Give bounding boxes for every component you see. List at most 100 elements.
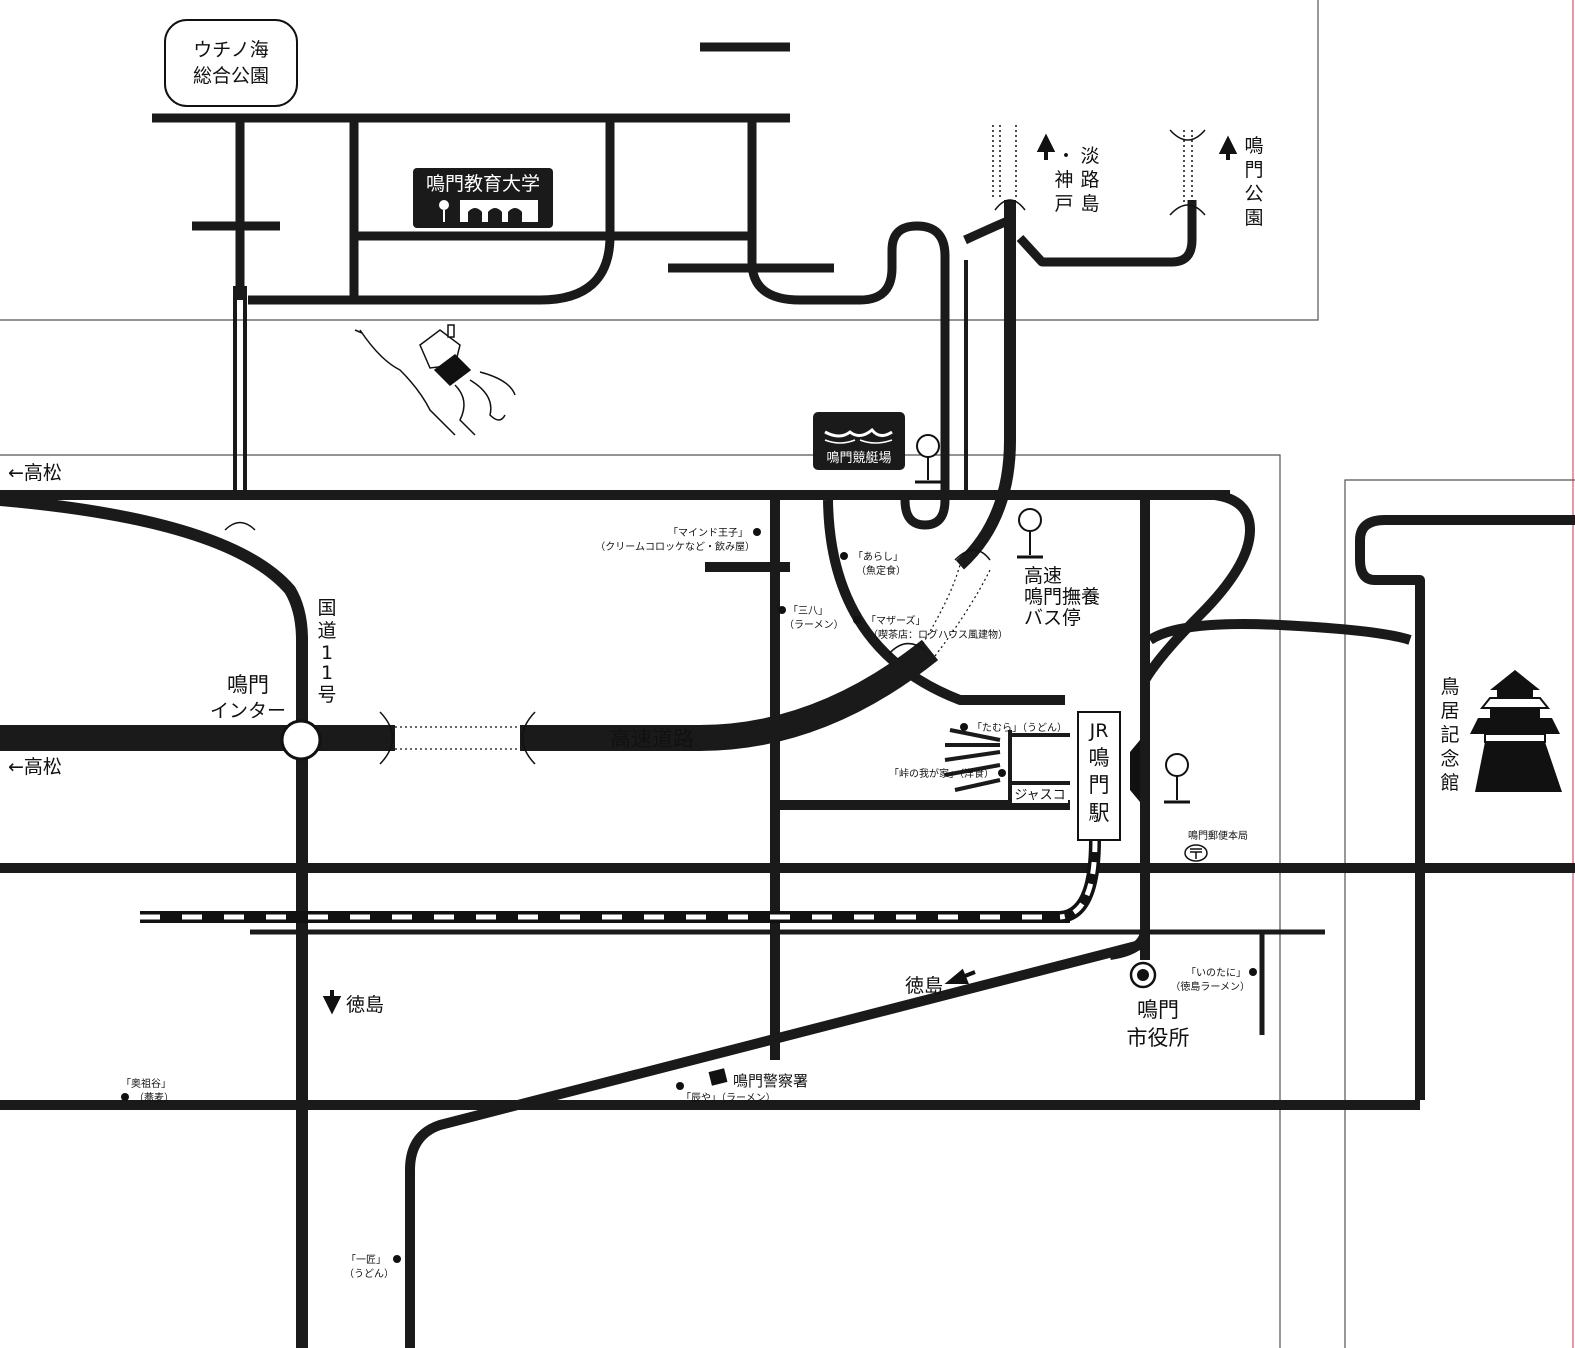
city-hall-label-2: 市役所 <box>1127 1026 1190 1050</box>
naruto-park-direction: 鳴 門 公 園 <box>1218 135 1264 229</box>
okusodani-name: 「奥祖谷」 <box>121 1077 171 1090</box>
post-office-label: 鳴門郵便本局 <box>1188 829 1248 842</box>
route11-char-1: 国 <box>317 597 336 619</box>
route11-char-3: 1 <box>321 642 333 664</box>
tokushima-left-label: 徳島 <box>905 975 943 997</box>
interchange-icon <box>280 719 322 761</box>
police-icon <box>708 1068 728 1086</box>
arrow-up-icon <box>1218 135 1238 160</box>
city-hall: 鳴門 市役所 <box>1127 961 1190 1050</box>
boatrace-pin-icon <box>915 434 941 484</box>
arrow-left-icon <box>944 968 976 984</box>
route11-label: 国 道 1 1 号 <box>317 597 336 706</box>
university-pin-icon <box>439 200 449 210</box>
tokushima-down-label: 徳島 <box>346 994 384 1016</box>
university: 鳴門教育大学 <box>413 168 553 228</box>
boatrace: 鳴門競艇場 <box>813 412 905 470</box>
tatsuya-name: 「辰や」（ラーメン） <box>681 1092 776 1104</box>
tunnel-markers <box>224 125 1206 765</box>
sanpachi-desc: （ラーメン） <box>784 619 844 631</box>
shop-tamura: 「たむら」（うどん） <box>960 722 1067 734</box>
bus-stop: 高速 鳴門撫養 バス停 <box>1017 508 1100 629</box>
boat-icon <box>824 427 893 438</box>
tokushima-left-direction: 徳島 <box>905 968 976 997</box>
arrow-down-icon <box>322 990 342 1015</box>
police-station: 鳴門警察署 <box>708 1068 808 1090</box>
castle-icon <box>1470 670 1562 792</box>
jasco-label: ジャスコ <box>1014 788 1065 803</box>
kobe-char-2: 戸 <box>1054 193 1073 215</box>
shop-arashi: 「あらし」 （魚定食） <box>840 551 906 577</box>
route11-char-2: 道 <box>317 620 336 642</box>
sanpachi-name: 「三八」 <box>788 605 828 617</box>
torii-char-2: 居 <box>1440 700 1459 722</box>
takamatsu-top-label: ←高松 <box>8 462 62 484</box>
torii-char-1: 鳥 <box>1440 676 1459 698</box>
bus-stop-label-3: バス停 <box>1024 607 1081 629</box>
station-char-1: 鳴 <box>1089 746 1110 770</box>
inotani-name: 「いのたに」 <box>1186 967 1246 979</box>
mindouji-name: 「マインド王子」 <box>668 527 748 539</box>
station-jr-label: JR <box>1089 720 1109 742</box>
arrow-up-icon <box>1036 133 1056 160</box>
touge-name: 「峠の我が家」（洋食） <box>889 767 994 780</box>
awaji-char-2: 路 <box>1080 169 1099 191</box>
uchinoumi-label-2: 総合公園 <box>193 65 269 87</box>
station-char-3: 駅 <box>1089 801 1110 825</box>
naruto-park-char-2: 門 <box>1244 159 1263 181</box>
awaji-char-1: 淡 <box>1080 145 1099 167</box>
awaji-kobe-direction: ・ 淡 路 島 神 戸 <box>1036 133 1100 215</box>
tamura-name: 「たむら」（うどん） <box>972 722 1067 734</box>
shop-touge: 「峠の我が家」（洋食） <box>889 767 1006 780</box>
uchinoumi-park: ウチノ海 総合公園 <box>164 19 298 107</box>
shop-okusodani: 「奥祖谷」 （蕎麦） <box>121 1077 174 1104</box>
kobe-char-1: 神 <box>1054 169 1073 191</box>
shop-inotani: 「いのたに」 （徳島ラーメン） <box>1170 967 1257 993</box>
issho-desc: （うどん） <box>344 1268 394 1280</box>
shop-mindouji: 「マインド王子」 （クリームコロッケなど・飲み屋） <box>595 527 761 553</box>
arashi-name: 「あらし」 <box>853 551 903 563</box>
jasco: ジャスコ <box>1012 785 1068 803</box>
torii-char-4: 念 <box>1440 747 1459 770</box>
jr-naruto-station: JR 鳴 門 駅 <box>1077 711 1190 841</box>
awaji-char-3: 島 <box>1080 193 1099 215</box>
police-label: 鳴門警察署 <box>733 1072 808 1090</box>
inotani-desc: （徳島ラーメン） <box>1170 980 1250 993</box>
uchinoumi-label-1: ウチノ海 <box>193 39 268 61</box>
whirlpool-house-icon <box>354 324 516 436</box>
mothers-desc: （喫茶店：ログハウス風建物） <box>868 628 1008 641</box>
boatrace-label: 鳴門競艇場 <box>826 451 891 466</box>
university-label: 鳴門教育大学 <box>426 173 540 195</box>
station-pin-icon <box>1164 753 1190 804</box>
naruto-park-char-1: 鳴 <box>1244 135 1263 157</box>
torii-museum: 鳥 居 記 念 館 <box>1440 670 1562 794</box>
roads <box>0 42 1575 1348</box>
city-hall-label-1: 鳴門 <box>1137 998 1179 1022</box>
shop-tatsuya: 「辰や」（ラーメン） <box>676 1082 776 1104</box>
shop-mothers: 「マザーズ」 （喫茶店：ログハウス風建物） <box>853 614 1008 641</box>
mindouji-desc: （クリームコロッケなど・飲み屋） <box>595 540 755 553</box>
awaji-dot: ・ <box>1056 145 1075 167</box>
naruto-park-char-4: 園 <box>1244 207 1263 229</box>
expressway-label: 高速道路 <box>610 727 694 751</box>
route11-char-4: 1 <box>321 662 333 684</box>
torii-char-3: 記 <box>1440 724 1459 746</box>
issho-name: 「一匠」 <box>346 1254 386 1266</box>
naruto-interchange: 鳴門 インター <box>210 673 322 761</box>
post-office-icon <box>1184 844 1208 862</box>
tokushima-down-direction: 徳島 <box>322 990 384 1016</box>
station-char-2: 門 <box>1089 773 1110 797</box>
post-office: 鳴門郵便本局 <box>1184 829 1248 862</box>
okusodani-desc: （蕎麦） <box>134 1092 174 1104</box>
naruto-ic-label-1: 鳴門 <box>227 673 269 697</box>
bus-stop-pin-icon <box>1018 508 1042 532</box>
naruto-park-char-3: 公 <box>1244 183 1263 205</box>
takamatsu-bottom-label: ←高松 <box>8 756 62 778</box>
bus-stop-label-1: 高速 <box>1024 565 1062 587</box>
arashi-desc: （魚定食） <box>856 564 906 577</box>
bus-stop-label-2: 鳴門撫養 <box>1024 586 1100 608</box>
torii-char-5: 館 <box>1440 772 1459 794</box>
naruto-ic-label-2: インター <box>210 700 286 722</box>
